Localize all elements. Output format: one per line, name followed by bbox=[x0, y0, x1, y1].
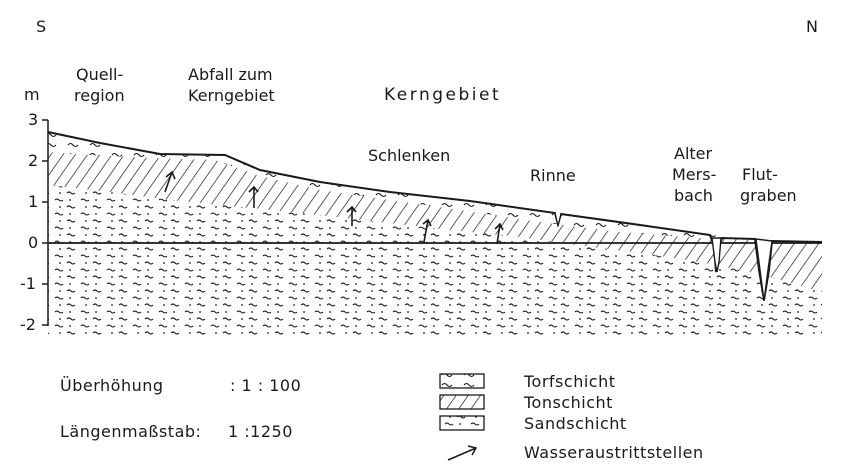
mersbach-channel bbox=[711, 237, 722, 273]
feature-label-rinne: Rinne bbox=[530, 166, 576, 185]
feature-label-mersbach: Alter Mers- bach bbox=[672, 144, 721, 205]
water-arrow bbox=[422, 218, 432, 243]
length-scale-value: 1 :1250 bbox=[228, 422, 293, 441]
rinne-channel bbox=[554, 212, 562, 227]
legend-label-wasser: Wasseraustrittstellen bbox=[524, 443, 704, 462]
sand-layer bbox=[48, 185, 822, 338]
legend-swatch-clay bbox=[439, 394, 485, 410]
y-axis: m 3 2 1 0 -1 -2 bbox=[20, 85, 49, 334]
region-labels: Quell- region Abfall zum Kerngebiet Kern… bbox=[74, 65, 501, 105]
legend-label-torf: Torfschicht bbox=[523, 372, 615, 391]
legend: Torfschicht Tonschicht Sandschicht Wasse… bbox=[439, 372, 704, 462]
region-label-quellregion: Quell- region bbox=[74, 65, 128, 105]
flutgraben-channel bbox=[755, 238, 773, 302]
water-arrow bbox=[346, 205, 357, 226]
scale-info: Überhöhung : 1 : 100 Längenmaßstab: 1 :1… bbox=[60, 376, 301, 441]
region-label-abfall: Abfall zum Kerngebiet bbox=[188, 65, 278, 105]
y-tick-label: 3 bbox=[28, 110, 38, 129]
feature-label-flutgraben: Flut- graben bbox=[740, 165, 797, 205]
water-arrow bbox=[164, 170, 176, 193]
region-label-kerngebiet: Kerngebiet bbox=[384, 85, 501, 105]
water-arrow bbox=[494, 222, 504, 245]
water-exit-arrows bbox=[164, 170, 504, 245]
y-tick-label: 2 bbox=[28, 151, 38, 170]
y-tick-label: 0 bbox=[28, 233, 38, 252]
feature-labels: Schlenken Rinne Alter Mers- bach Flut- g… bbox=[368, 144, 797, 205]
legend-swatch-sand bbox=[439, 415, 485, 431]
orientation-north: N bbox=[806, 17, 818, 36]
y-tick-label: -1 bbox=[20, 274, 36, 293]
water-arrow bbox=[248, 185, 259, 208]
legend-arrow-icon bbox=[447, 445, 478, 461]
legend-swatch-peat bbox=[439, 373, 485, 389]
clay-layer bbox=[48, 152, 822, 292]
legend-label-sand: Sandschicht bbox=[524, 414, 627, 433]
profile-layers bbox=[47, 131, 823, 338]
y-tick-label: 1 bbox=[28, 192, 38, 211]
length-scale-label: Längenmaßstab: bbox=[60, 422, 201, 441]
exaggeration-value: : 1 : 100 bbox=[230, 376, 301, 395]
feature-label-schlenken: Schlenken bbox=[368, 146, 450, 165]
legend-label-ton: Tonschicht bbox=[523, 393, 613, 412]
exaggeration-label: Überhöhung bbox=[60, 376, 164, 395]
orientation-south: S bbox=[36, 17, 46, 36]
y-axis-unit: m bbox=[24, 85, 40, 104]
y-tick-label: -2 bbox=[20, 315, 36, 334]
